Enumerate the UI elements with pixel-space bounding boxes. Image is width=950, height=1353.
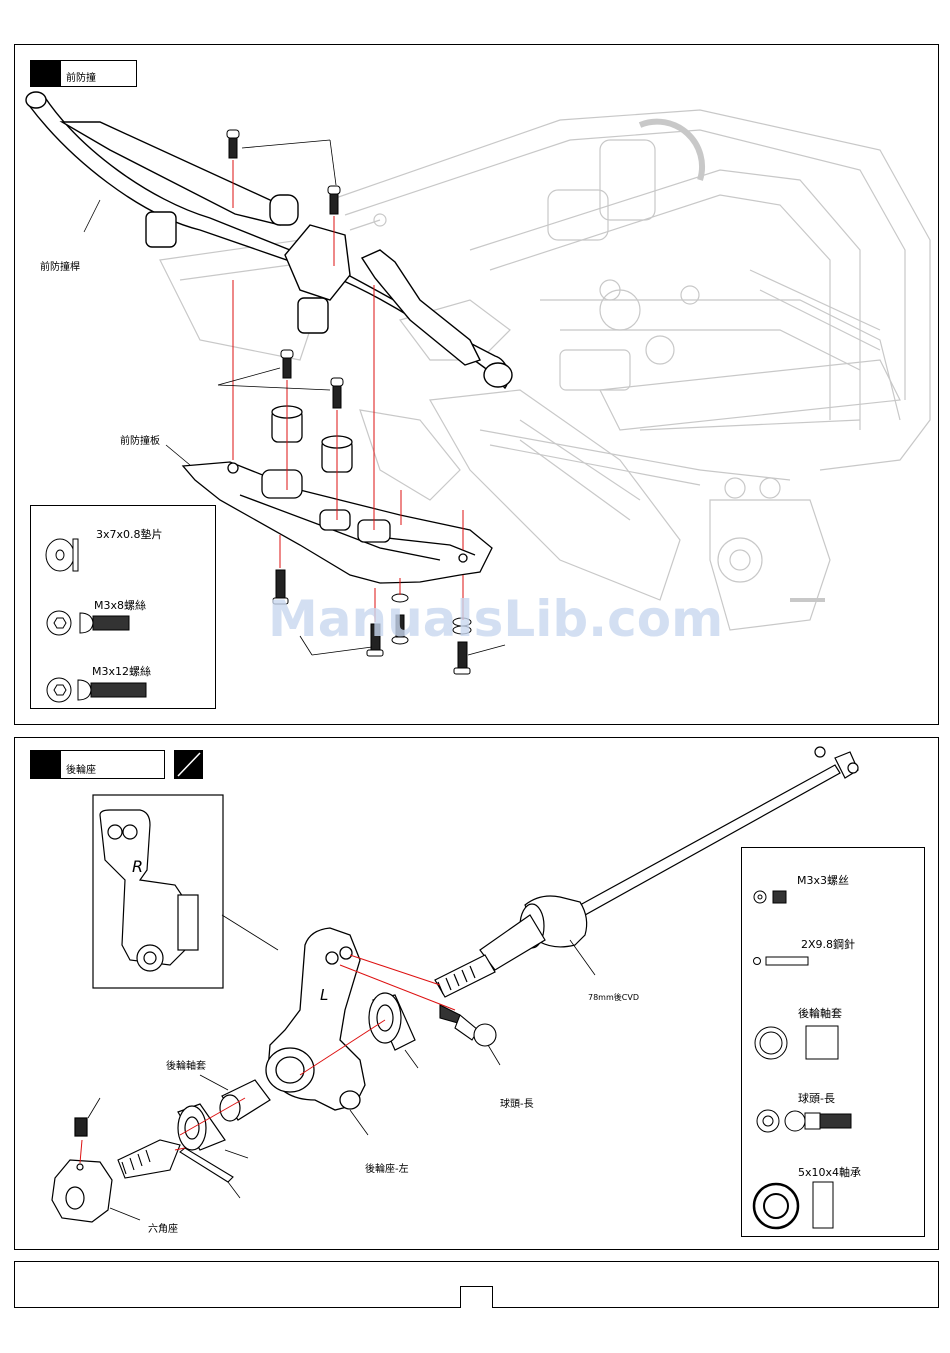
page-number-tab [460, 1286, 493, 1308]
part-ball-head-label: 球頭-長 [798, 1090, 835, 1106]
part-bearing-label: 5x10x4軸承 [798, 1164, 861, 1180]
part-setscrew-label: M3x3螺丝 [797, 872, 849, 888]
part-pin-label: 2X9.8鋼針 [801, 936, 855, 952]
part-bushing-label: 後輪軸套 [798, 1005, 842, 1021]
